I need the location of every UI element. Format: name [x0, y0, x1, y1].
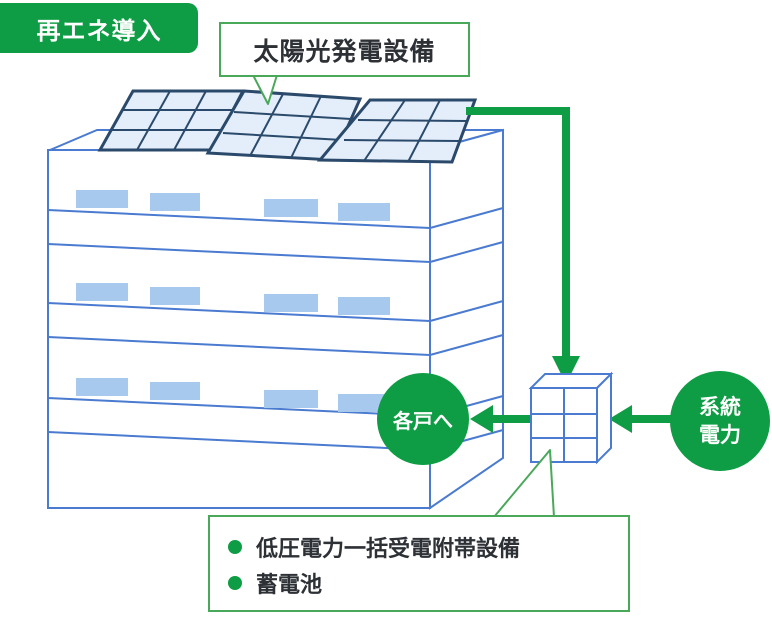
solar-equipment-label: 太陽光発電設備 [219, 22, 470, 77]
bullet-icon [228, 576, 242, 590]
grid-to-box-arrow-icon [609, 405, 632, 433]
grid-power-label-line1: 系統 [699, 395, 741, 419]
window [150, 382, 200, 400]
bullet-icon [228, 540, 242, 554]
floor-line [47, 431, 431, 451]
window [338, 394, 390, 412]
building-windows [76, 190, 390, 412]
window [264, 294, 318, 312]
equipment-item-label: 蓄電池 [256, 573, 323, 598]
to-households-circle: 各戸へ [377, 373, 469, 465]
solar-arrow-head [552, 356, 580, 384]
floor-line [47, 243, 431, 263]
window [76, 283, 128, 301]
equipment-item: 蓄電池 [228, 565, 628, 601]
solar-panel [316, 98, 478, 164]
solar-panel [97, 89, 246, 152]
window [264, 390, 318, 408]
solar-to-box-arrow-icon [466, 107, 570, 360]
floor-line [47, 302, 431, 322]
window [150, 193, 200, 211]
window [76, 378, 128, 396]
distribution-box-icon [528, 371, 614, 465]
floor-line [47, 336, 431, 356]
renewable-intro-tag: 再エネ導入 [0, 3, 198, 53]
side-floor-line [429, 300, 504, 322]
box-side-face [596, 371, 612, 465]
window [338, 203, 390, 221]
side-floor-line [429, 334, 504, 356]
box-to-houses-arrow-icon [470, 405, 493, 433]
window [150, 287, 200, 305]
window [338, 297, 390, 315]
equipment-list-callout: 低圧電力一括受電附帯設備 蓄電池 [208, 515, 630, 612]
side-floor-line [429, 241, 504, 263]
grid-power-label-line2: 電力 [699, 423, 741, 447]
solar-panel-icon [97, 89, 478, 164]
floor-line [47, 209, 431, 229]
equipment-item-label: 低圧電力一括受電附帯設備 [256, 537, 521, 562]
equipment-item: 低圧電力一括受電附帯設備 [228, 529, 628, 565]
window [76, 190, 128, 208]
side-floor-line [429, 207, 504, 229]
power-flow-arrows [466, 107, 674, 433]
floor-line [47, 397, 431, 417]
equipment-callout-pointer [493, 449, 555, 518]
grid-power-circle: 系統 電力 [670, 371, 770, 471]
window [264, 199, 318, 217]
